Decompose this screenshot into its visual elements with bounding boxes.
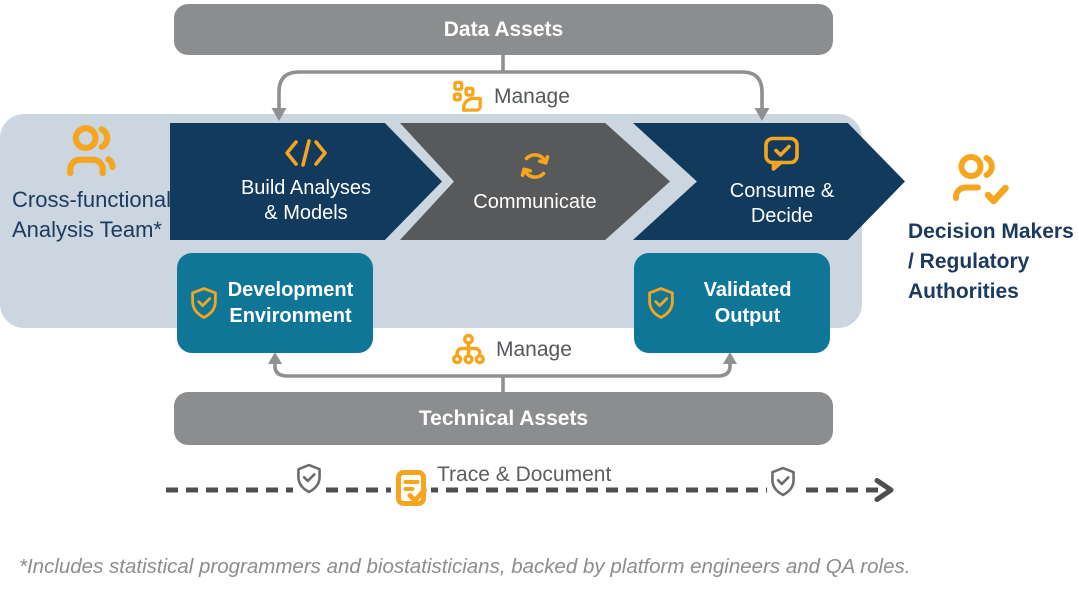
validated-output-box: Validated Output [634, 253, 830, 353]
arrow-up-left-icon [268, 352, 282, 364]
trace-arrow-icon [874, 478, 894, 502]
clipboard-check-icon [396, 470, 427, 506]
chevron-label-line1: Build Analyses [240, 177, 372, 199]
footnote: *Includes statistical programmers and bi… [19, 555, 911, 578]
team-label-line1: Cross-functional [12, 187, 171, 212]
decision-makers-line1: Decision Makers [908, 220, 1074, 243]
chevron-label: Build Analyses & Models [241, 176, 371, 226]
manage-bottom-label: Manage [496, 337, 572, 361]
development-environment-box: Development Environment [177, 253, 373, 353]
technical-assets-label: Technical Assets [418, 406, 589, 430]
env-box-line2: Output [714, 305, 781, 327]
decision-makers-line3: Authorities [908, 280, 1019, 303]
decision-makers-label: Decision Makers / Regulatory Authorities [908, 217, 1074, 307]
team-label: Cross-functional Analysis Team* [12, 185, 171, 245]
shield-check-icon [191, 287, 217, 319]
code-icon [285, 139, 327, 167]
trace-shield-card [767, 457, 798, 506]
env-box-line1: Development [227, 279, 354, 301]
people-icon [67, 125, 116, 177]
chevron-consume-decide: Consume & Decide [633, 123, 905, 240]
development-environment-label: Development Environment [218, 277, 363, 329]
shield-check-icon [648, 287, 674, 319]
shield-check-icon [770, 466, 795, 497]
env-box-line1: Validated [703, 279, 792, 301]
manage-technical-assets: Manage [450, 334, 572, 365]
trace-document-card [391, 461, 431, 517]
chevron-label: Consume & Decide [730, 179, 835, 229]
env-box-line2: Environment [229, 305, 352, 327]
manage-data-assets: Manage [452, 80, 570, 113]
chat-check-icon [764, 136, 799, 171]
people-check-icon [953, 154, 1009, 205]
manage-top-label: Manage [494, 84, 570, 108]
data-blocks-icon [452, 80, 482, 112]
chevron-label-line2: Decide [750, 204, 814, 227]
sitemap-icon [452, 334, 485, 365]
chevron-label-line1: Consume & [729, 179, 835, 202]
data-assets-bar: Data Assets [174, 4, 833, 55]
chevron-communicate: Communicate [400, 123, 670, 240]
sync-icon [520, 152, 550, 179]
shield-check-icon [296, 463, 321, 493]
trace-shield-card [293, 453, 324, 503]
validated-output-label: Validated Output [675, 277, 820, 329]
chevron-label: Communicate [473, 190, 596, 215]
team-label-line2: Analysis Team* [12, 217, 162, 242]
technical-assets-bar: Technical Assets [174, 392, 833, 445]
arrow-up-right-icon [723, 352, 737, 364]
chevron-label-line1: Communicate [473, 190, 597, 213]
data-assets-label: Data Assets [443, 17, 564, 41]
chevron-build-analyses: Build Analyses & Models [170, 123, 442, 240]
chevron-label-line2: & Models [264, 202, 348, 224]
trace-document-label: Trace & Document [437, 463, 612, 486]
decision-makers-line2: / Regulatory [908, 250, 1030, 273]
